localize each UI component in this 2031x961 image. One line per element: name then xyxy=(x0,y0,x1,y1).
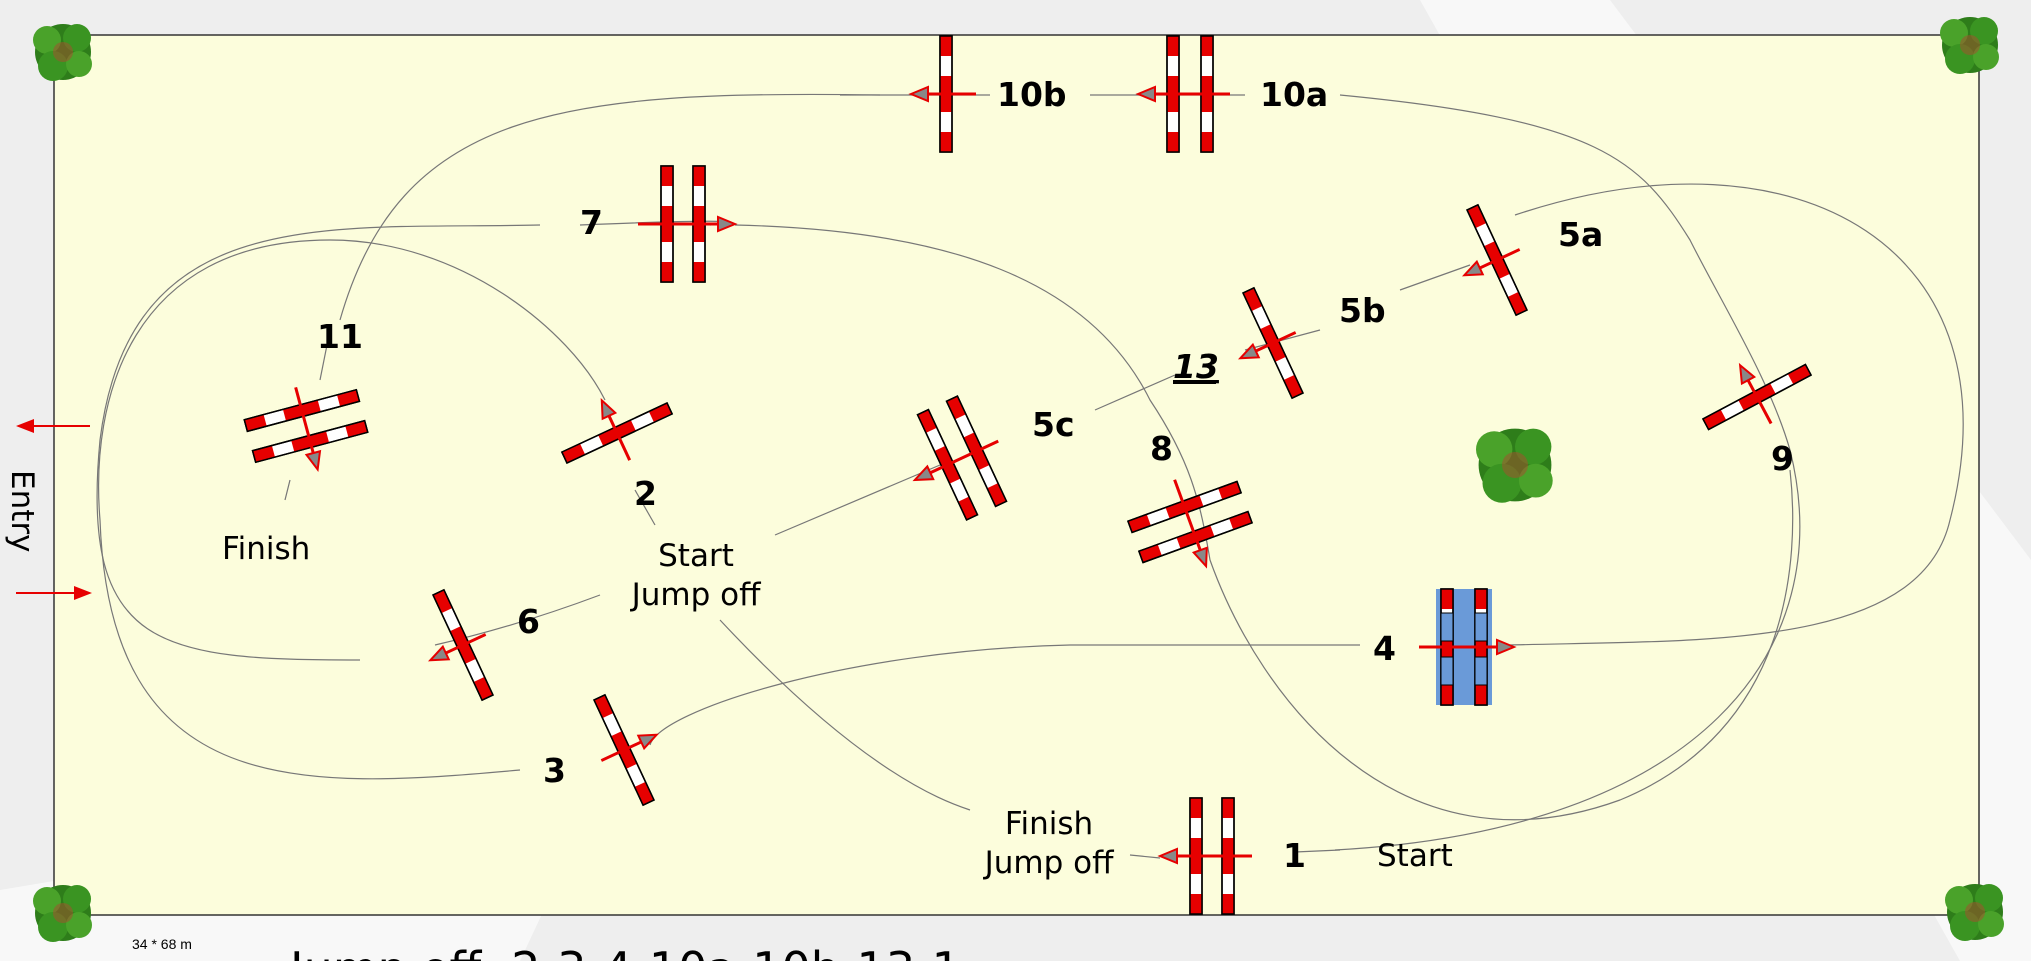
arena xyxy=(53,34,1980,916)
label-9: 9 xyxy=(1771,439,1794,478)
label-finish-jump-off-line1: Finish xyxy=(1005,806,1093,842)
fence-5a xyxy=(1461,204,1528,316)
tree-icon xyxy=(1476,428,1553,503)
tree-icon xyxy=(1940,17,1999,74)
fence-5c xyxy=(912,395,1008,521)
label-start-jump-off-line1: Start xyxy=(658,538,734,574)
label-11: 11 xyxy=(317,317,363,356)
fence-10a xyxy=(1135,35,1230,153)
label-7: 7 xyxy=(580,203,603,242)
label-2: 2 xyxy=(634,474,657,513)
fence-7 xyxy=(638,165,738,283)
fence-6 xyxy=(427,589,494,701)
tree-icon xyxy=(33,24,92,81)
fence-2 xyxy=(561,397,673,464)
label-6: 6 xyxy=(517,602,540,641)
fence-1 xyxy=(1157,797,1252,915)
label-8: 8 xyxy=(1150,429,1173,468)
fence-4-water xyxy=(1419,588,1517,706)
label-10b: 10b xyxy=(997,75,1067,114)
label-5c: 5c xyxy=(1032,405,1075,444)
label-jumpoff-sequence: Jump off: 2-3-4-10a-10b-13-1 xyxy=(287,942,961,961)
label-13: 13 xyxy=(1173,347,1219,386)
label-4: 4 xyxy=(1373,629,1396,668)
label-1: 1 xyxy=(1283,836,1306,875)
label-start-jump-off-line2: Jump off xyxy=(630,577,761,613)
label-start: Start xyxy=(1377,838,1453,874)
fence-9 xyxy=(1702,362,1812,431)
label-dimensions: 34 * 68 m xyxy=(132,936,192,952)
tree-icon xyxy=(33,885,92,942)
label-5a: 5a xyxy=(1558,215,1603,254)
tree-icon xyxy=(1945,884,2004,941)
fence-13 xyxy=(1237,287,1304,399)
fence-11 xyxy=(243,386,369,473)
entry-exit-arrow-icon xyxy=(16,419,90,433)
entry-in-arrow-icon xyxy=(16,586,92,600)
label-3: 3 xyxy=(543,751,566,790)
label-10a: 10a xyxy=(1260,75,1328,114)
label-5b: 5b xyxy=(1339,291,1386,330)
fence-8 xyxy=(1127,479,1253,569)
label-finish: Finish xyxy=(222,531,310,567)
label-finish-jump-off-line2: Jump off xyxy=(983,845,1114,881)
fence-3 xyxy=(593,694,660,806)
fence-10b xyxy=(908,35,976,153)
label-entry: Entry xyxy=(4,470,40,552)
